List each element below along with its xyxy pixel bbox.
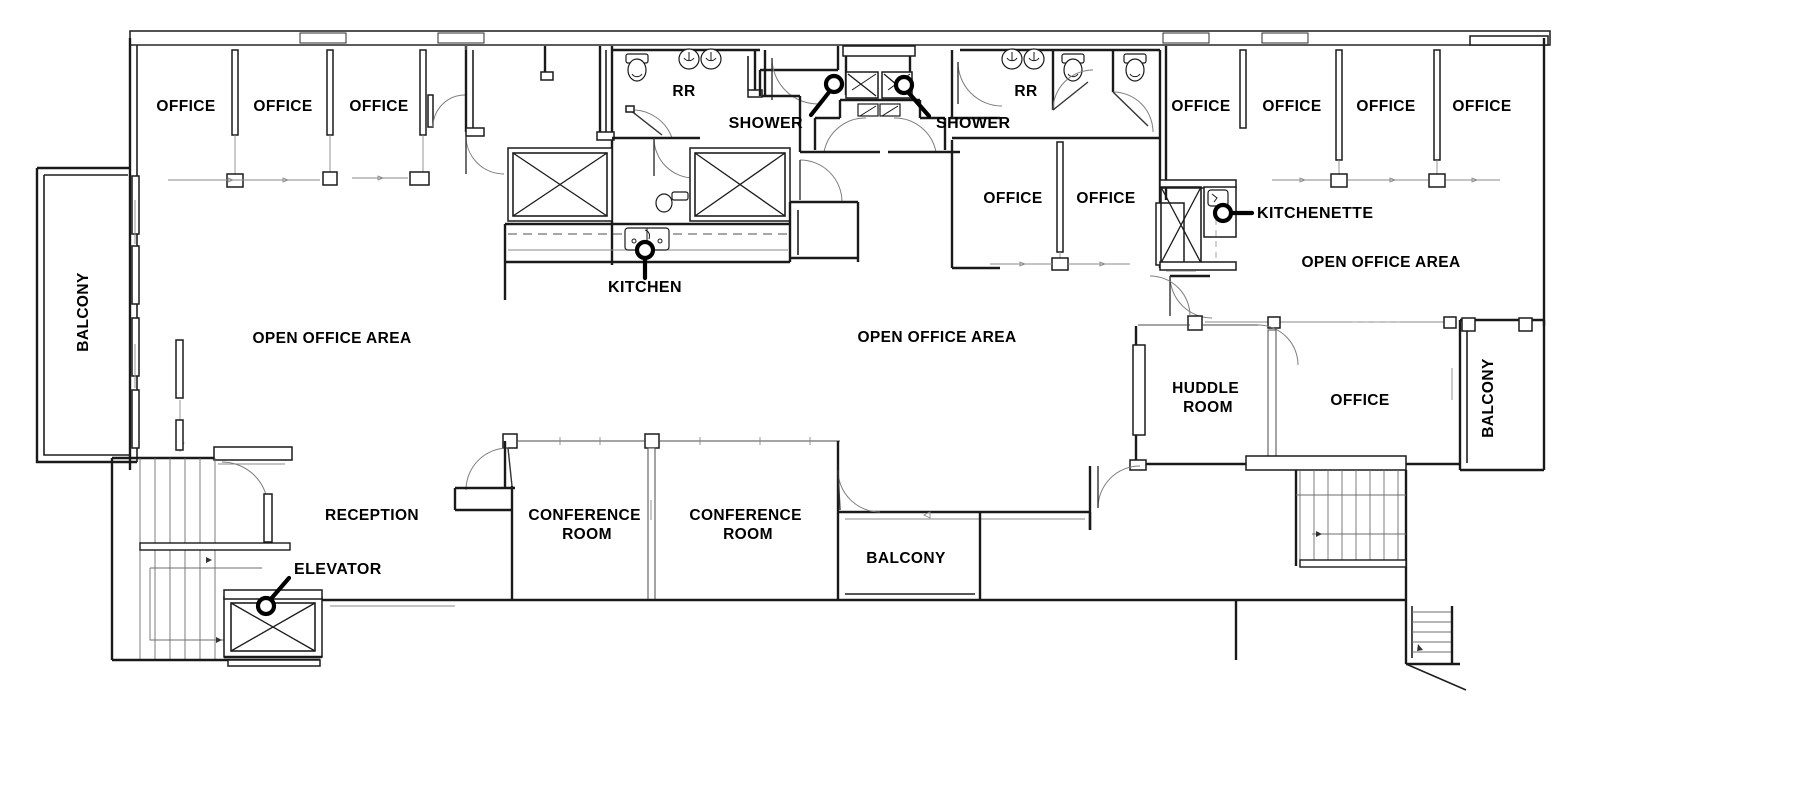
room-label-office-3: OFFICE (349, 98, 408, 115)
conf2-line-1: CONFERENCE (689, 507, 802, 524)
room-label-office-9: OFFICE (1076, 190, 1135, 207)
huddle-room-structure (1088, 275, 1460, 530)
elevator-dot (255, 595, 277, 617)
room-label-office-2: OFFICE (253, 98, 312, 115)
exit-stair-bottom-right (1404, 600, 1467, 691)
left-office-partitions (168, 49, 430, 188)
kitchen-counter (503, 222, 790, 266)
shower-right-dot (893, 74, 915, 96)
shower-right-leader (905, 89, 932, 119)
shower-left-dot (823, 73, 845, 95)
callout-label-kitchen: KITCHEN (608, 279, 682, 296)
bottom-corridor (836, 510, 1236, 602)
room-label-office-5: OFFICE (1262, 98, 1321, 115)
callout-label-elevator: ELEVATOR (294, 561, 382, 578)
room-label-rr-left: RR (672, 83, 695, 100)
callout-kitchenette: KITCHENETTE (1212, 202, 1373, 224)
elevator-leader (267, 575, 292, 603)
huddle-line-2: ROOM (1183, 399, 1233, 416)
left-restroom (612, 48, 763, 179)
room-label-office-10: OFFICE (1330, 392, 1389, 409)
conf1-line-2: ROOM (562, 526, 612, 543)
right-balcony-structure (1205, 38, 1546, 472)
kitchenette-area (1155, 179, 1237, 272)
right-stair (1234, 470, 1408, 660)
room-label-balcony-right: BALCONY (1480, 358, 1497, 438)
room-label-open-office-mid: OPEN OFFICE AREA (857, 329, 1016, 346)
plan-geometry (35, 30, 1551, 691)
callout-label-shower-left: SHOWER (729, 115, 803, 132)
room-label-balcony-bottom: BALCONY (866, 550, 946, 567)
huddle-line-1: HUDDLE (1172, 380, 1239, 397)
room-label-open-office-left: OPEN OFFICE AREA (252, 330, 411, 347)
kitchenette-dot (1212, 202, 1234, 224)
callouts-layer: SHOWER SHOWER KITCHENETTE KITCHEN EL (255, 73, 1373, 617)
kitchen-dot (634, 239, 656, 261)
open-office-boundaries (465, 46, 507, 300)
shower-vestibule-left (762, 50, 860, 262)
conf2-line-2: ROOM (723, 526, 773, 543)
room-label-open-office-right: OPEN OFFICE AREA (1301, 254, 1460, 271)
shower-left-leader (808, 88, 833, 118)
room-label-office-4: OFFICE (1171, 98, 1230, 115)
right-restroom (950, 48, 1160, 140)
conf1-line-1: CONFERENCE (528, 507, 641, 524)
room-label-office-8: OFFICE (983, 190, 1042, 207)
room-labels-layer: OFFICE OFFICE OFFICE RR RR OFFICE OFFICE… (75, 83, 1511, 567)
room-label-huddle-room: HUDDLE ROOM (1172, 380, 1244, 416)
conference-rooms-structure (453, 433, 881, 602)
shower-rooms (758, 45, 960, 154)
left-balcony-structure (35, 38, 140, 470)
room-label-office-1: OFFICE (156, 98, 215, 115)
room-label-reception: RECEPTION (325, 507, 419, 524)
callout-label-kitchenette: KITCHENETTE (1257, 205, 1373, 222)
room-label-rr-right: RR (1014, 83, 1037, 100)
center-shafts (507, 147, 791, 222)
room-label-balcony-left: BALCONY (75, 272, 92, 352)
room-label-office-6: OFFICE (1356, 98, 1415, 115)
top-exterior-wall (129, 30, 1551, 46)
office3-door (427, 94, 466, 128)
callout-elevator: ELEVATOR (255, 561, 382, 617)
right-office-partitions (1164, 46, 1500, 200)
room-label-office-7: OFFICE (1452, 98, 1511, 115)
room-label-conference-room-2: CONFERENCE ROOM (689, 507, 806, 543)
callout-label-shower-right: SHOWER (936, 115, 1010, 132)
callout-shower-left: SHOWER (729, 73, 845, 132)
callout-shower-right: SHOWER (893, 74, 1010, 132)
callout-kitchen: KITCHEN (608, 239, 682, 296)
room-label-conference-room-1: CONFERENCE ROOM (528, 507, 645, 543)
